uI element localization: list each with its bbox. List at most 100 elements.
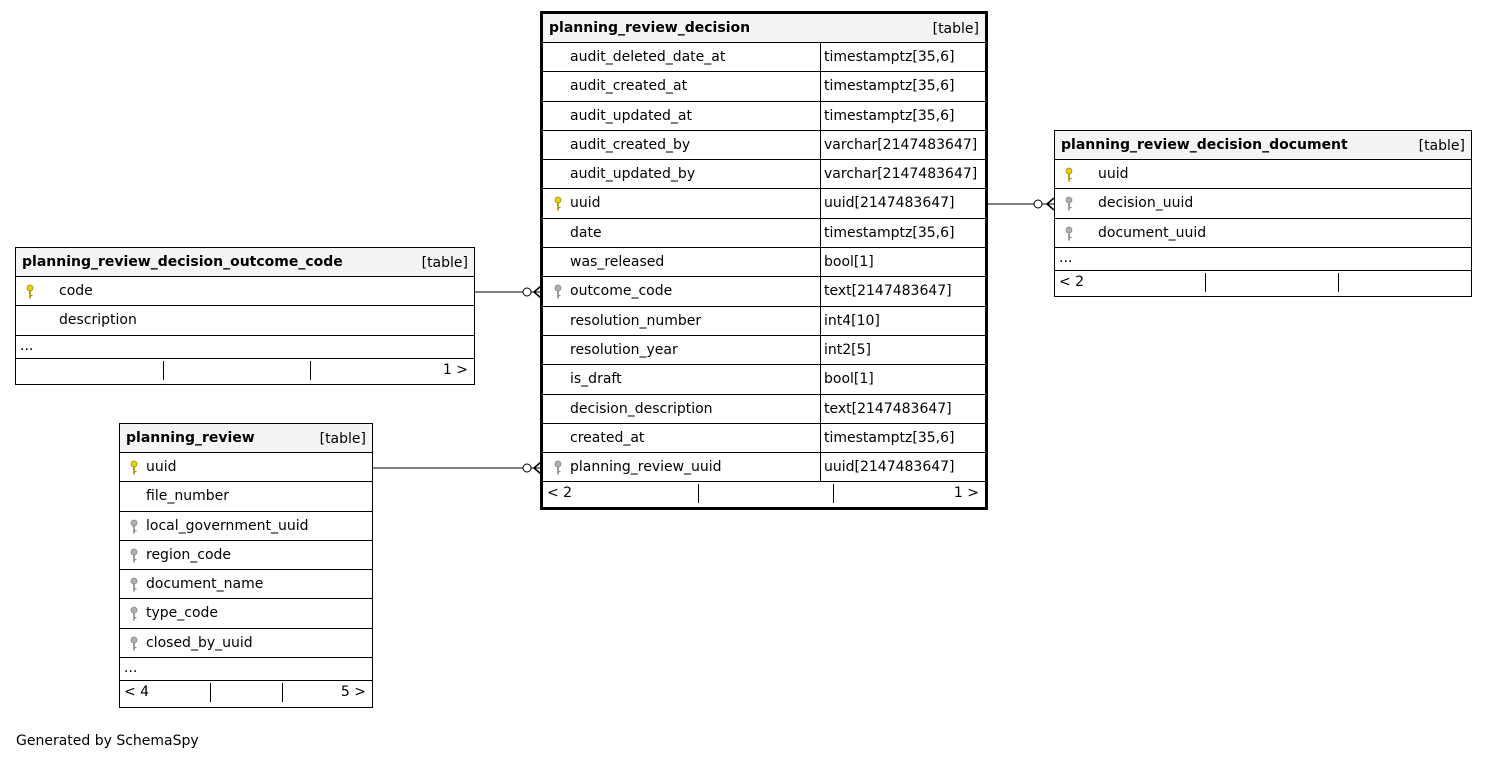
column-row[interactable]: uuid — [1055, 160, 1471, 190]
foreign-key-icon — [554, 460, 562, 476]
table-planning-review-decision-document[interactable]: planning_review_decision_document [table… — [1054, 130, 1472, 297]
table-type: [table] — [1418, 138, 1465, 154]
column-type: uuid[2147483647] — [824, 459, 955, 476]
column-row[interactable]: closed_by_uuid — [120, 629, 372, 659]
children-count[interactable]: 5 > — [340, 684, 366, 701]
foreign-key-icon — [1065, 226, 1073, 242]
column-name[interactable]: audit_deleted_date_at — [570, 49, 726, 65]
column-row[interactable]: decision_uuid — [1055, 189, 1471, 219]
table-header: planning_review_decision_outcome_code [t… — [16, 248, 474, 277]
foreign-key-icon — [130, 636, 138, 652]
column-row[interactable]: file_number — [120, 482, 372, 512]
table-name[interactable]: planning_review — [126, 430, 255, 446]
column-name[interactable]: audit_updated_at — [570, 107, 693, 124]
column-name[interactable]: date — [570, 224, 602, 241]
column-row[interactable]: local_government_uuid — [120, 512, 372, 541]
parents-count[interactable]: < 4 — [124, 684, 150, 701]
column-row[interactable]: description — [16, 306, 474, 336]
column-name[interactable]: outcome_code — [570, 283, 673, 300]
column-row[interactable]: document_name — [120, 570, 372, 600]
column-name[interactable]: audit_created_at — [570, 78, 688, 95]
column-row[interactable]: type_code — [120, 599, 372, 629]
column-type: int4[10] — [824, 312, 880, 329]
column-row[interactable]: resolution_number int4[10] — [543, 306, 985, 336]
table-name[interactable]: planning_review_decision_document — [1061, 137, 1348, 153]
column-name[interactable]: description — [59, 312, 137, 329]
primary-key-icon — [26, 284, 34, 300]
table-footer: < 2 1 > — [543, 482, 985, 505]
column-type: text[2147483647] — [824, 283, 952, 300]
link-outcome-code — [474, 285, 542, 299]
column-row[interactable]: is_draft bool[1] — [543, 365, 985, 395]
column-name[interactable]: uuid — [1098, 166, 1129, 182]
column-row[interactable]: uuid uuid[2147483647] — [543, 189, 985, 219]
column-type: timestamptz[35,6] — [824, 224, 955, 241]
column-type: bool[1] — [824, 371, 874, 388]
column-name[interactable]: was_released — [570, 254, 665, 271]
column-name[interactable]: decision_uuid — [1098, 195, 1194, 212]
column-type: timestamptz[35,6] — [824, 78, 955, 95]
column-name[interactable]: decision_description — [570, 400, 713, 417]
column-name[interactable]: file_number — [146, 488, 229, 505]
foreign-key-icon — [130, 519, 138, 535]
column-row[interactable]: outcome_code text[2147483647] — [543, 277, 985, 307]
column-row[interactable]: planning_review_uuid uuid[2147483647] — [543, 453, 985, 483]
column-name[interactable]: code — [59, 283, 93, 299]
column-name[interactable]: local_government_uuid — [146, 517, 309, 534]
foreign-key-icon — [130, 577, 138, 593]
column-list: code description — [16, 277, 474, 336]
parents-count[interactable]: < 2 — [547, 485, 573, 502]
column-type: uuid[2147483647] — [824, 195, 955, 212]
column-row[interactable]: document_uuid — [1055, 219, 1471, 248]
parents-count[interactable]: < 2 — [1059, 273, 1085, 290]
column-name[interactable]: document_uuid — [1098, 224, 1207, 241]
children-count[interactable]: 1 > — [953, 485, 979, 502]
table-footer: < 4 5 > — [120, 681, 372, 704]
column-row[interactable]: audit_created_at timestamptz[35,6] — [543, 72, 985, 102]
column-name[interactable]: resolution_number — [570, 312, 702, 329]
column-name[interactable]: resolution_year — [570, 341, 678, 358]
column-row[interactable]: date timestamptz[35,6] — [543, 218, 985, 249]
table-type: [table] — [319, 431, 366, 447]
column-name[interactable]: region_code — [146, 546, 232, 563]
column-name[interactable]: audit_created_by — [570, 136, 691, 153]
column-type: bool[1] — [824, 254, 874, 271]
table-name[interactable]: planning_review_decision — [549, 20, 751, 36]
column-name[interactable]: audit_updated_by — [570, 166, 696, 183]
column-row[interactable]: was_released bool[1] — [543, 248, 985, 278]
generated-by-credit: Generated by SchemaSpy — [16, 733, 199, 749]
column-row[interactable]: region_code — [120, 541, 372, 571]
foreign-key-icon — [130, 548, 138, 564]
column-name[interactable]: document_name — [146, 576, 264, 593]
more-columns: ... — [16, 336, 474, 359]
table-footer: 1 > — [16, 359, 474, 382]
column-name[interactable]: uuid — [570, 195, 601, 212]
children-count[interactable]: 1 > — [442, 361, 468, 378]
column-name[interactable]: uuid — [146, 459, 177, 475]
column-row[interactable]: uuid — [120, 453, 372, 483]
column-name[interactable]: type_code — [146, 605, 219, 622]
table-planning-review-decision[interactable]: planning_review_decision [table] audit_d… — [540, 11, 988, 510]
table-name[interactable]: planning_review_decision_outcome_code — [22, 254, 343, 270]
column-name[interactable]: planning_review_uuid — [570, 459, 722, 476]
foreign-key-icon — [554, 284, 562, 300]
table-type: [table] — [932, 21, 979, 37]
table-planning-review-decision-outcome-code[interactable]: planning_review_decision_outcome_code [t… — [15, 247, 475, 385]
link-decision-uuid — [987, 197, 1055, 211]
column-name[interactable]: created_at — [570, 429, 645, 446]
column-name[interactable]: is_draft — [570, 371, 622, 388]
column-row[interactable]: code — [16, 277, 474, 307]
column-name[interactable]: closed_by_uuid — [146, 634, 253, 651]
foreign-key-icon — [130, 606, 138, 622]
primary-key-icon — [1065, 167, 1073, 183]
